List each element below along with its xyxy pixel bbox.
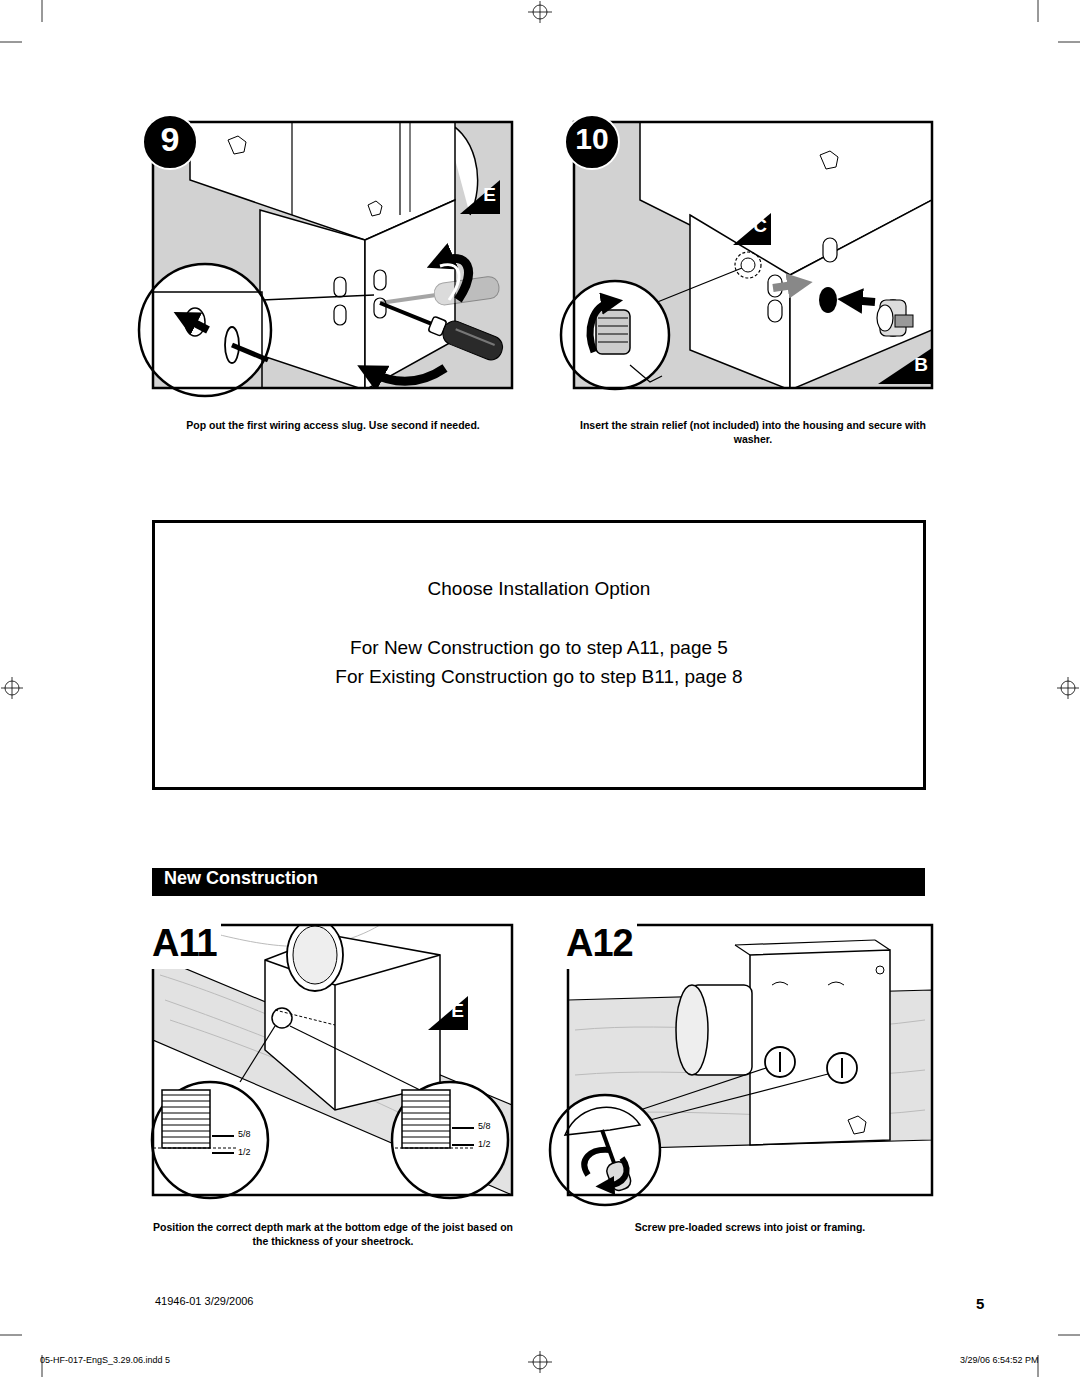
callout-text: E	[451, 1000, 464, 1023]
step-number: A11	[148, 918, 221, 969]
step-number-text: 9	[161, 119, 180, 160]
depth-mark: 1/2	[238, 1146, 251, 1158]
step-number: 9	[142, 114, 198, 170]
step-caption-holder: Pop out the first wiring access slug. Us…	[153, 418, 513, 432]
file-name-holder: 05-HF-017-EngS_3.29.06.indd 5	[40, 1354, 170, 1366]
step-caption: Insert the strain relief (not included) …	[574, 418, 932, 446]
step-caption: Pop out the first wiring access slug. Us…	[153, 418, 513, 432]
callout-text: E	[483, 184, 496, 207]
callout-letter: E	[460, 180, 500, 214]
page-number: 5	[976, 1294, 984, 1314]
depth-mark-holder: 1/2	[238, 1146, 251, 1158]
depth-mark-holder: 1/2	[478, 1138, 491, 1150]
depth-mark: 5/8	[238, 1128, 251, 1140]
callout-letter: C	[733, 213, 771, 245]
step-caption: Screw pre-loaded screws into joist or fr…	[568, 1220, 932, 1234]
page-number-holder: 5	[976, 1294, 984, 1314]
timestamp: 3/29/06 6:54:52 PM	[960, 1354, 1039, 1366]
step-number-text: 10	[575, 121, 608, 157]
section-heading: New Construction	[164, 868, 318, 890]
step-9-illustration	[139, 122, 512, 396]
step-number-holder: A11	[148, 918, 221, 969]
option-line: For Existing Construction go to step B11…	[335, 666, 742, 689]
depth-mark: 1/2	[478, 1138, 491, 1150]
step-caption-holder: Screw pre-loaded screws into joist or fr…	[568, 1220, 932, 1234]
step-number: 10	[564, 114, 620, 170]
file-name: 05-HF-017-EngS_3.29.06.indd 5	[40, 1354, 170, 1366]
step-10-illustration	[561, 122, 932, 390]
callout-text: C	[753, 215, 767, 238]
callout-letter: B	[878, 348, 932, 384]
timestamp-holder: 3/29/06 6:54:52 PM	[960, 1354, 1039, 1366]
depth-mark-holder: 5/8	[238, 1128, 251, 1140]
step-caption-holder: Position the correct depth mark at the b…	[153, 1220, 513, 1248]
option-heading: Choose Installation Option	[428, 578, 651, 601]
depth-mark: 5/8	[478, 1120, 491, 1132]
callout-letter: E	[428, 996, 468, 1030]
document-code: 41946-01 3/29/2006	[155, 1294, 253, 1309]
step-number-holder: A12	[562, 918, 637, 969]
option-line: For New Construction go to step A11, pag…	[350, 637, 728, 660]
step-caption-holder: Insert the strain relief (not included) …	[574, 418, 932, 446]
depth-mark-holder: 5/8	[478, 1120, 491, 1132]
section-band: New Construction	[152, 868, 925, 896]
step-number: A12	[562, 918, 637, 969]
option-box: Choose Installation OptionFor New Constr…	[152, 520, 926, 790]
document-code-holder: 41946-01 3/29/2006	[155, 1294, 253, 1309]
step-caption: Position the correct depth mark at the b…	[153, 1220, 513, 1248]
callout-text: B	[914, 354, 928, 377]
